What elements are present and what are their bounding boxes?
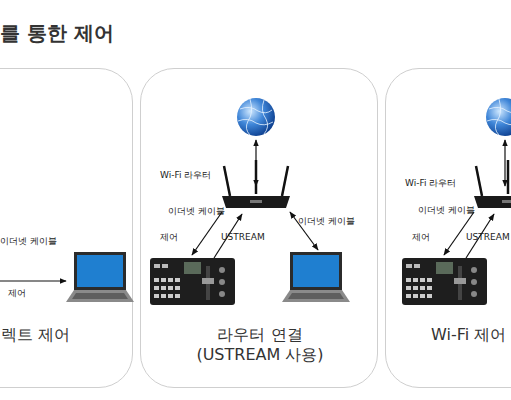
text-label: 제어 [8, 288, 26, 299]
mode-panel: 라우터 연결 (USTREAM 사용) [140, 68, 378, 388]
text-label: 제어 [412, 232, 430, 243]
text-label: USTREAM [466, 232, 510, 243]
panel-caption: 렉트 제어 [1, 325, 101, 345]
panel-caption: Wi-Fi 제어 [431, 325, 511, 345]
text-label: Wi-Fi 라우터 [160, 170, 211, 181]
text-label: USTREAM [221, 232, 265, 243]
text-label: 제어 [160, 232, 178, 243]
panel-caption: 라우터 연결 (USTREAM 사용) [195, 325, 325, 365]
mode-panel: 렉트 제어 [0, 68, 133, 388]
text-label: 이더넷 케이블 [298, 216, 355, 227]
mode-panel: Wi-Fi 제어 [385, 68, 511, 388]
text-label: 이더넷 케이블 [0, 236, 57, 247]
text-label: 이더넷 케이블 [418, 205, 475, 216]
page-title: 를 통한 제어 [0, 20, 114, 47]
text-label: 이더넷 케이블 [168, 206, 225, 217]
text-label: Wi-Fi 라우터 [405, 178, 456, 189]
